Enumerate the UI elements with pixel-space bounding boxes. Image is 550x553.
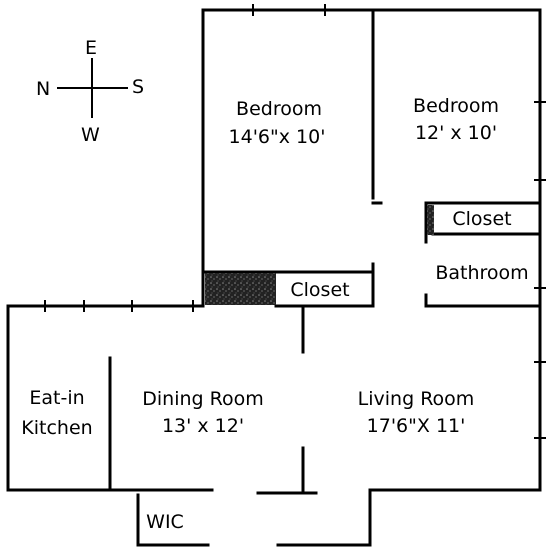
bedroom-2-name: Bedroom bbox=[413, 95, 499, 117]
bedroom-1-name: Bedroom bbox=[236, 98, 322, 120]
compass-north: N bbox=[36, 78, 50, 100]
bathroom-label: Bathroom bbox=[435, 262, 528, 284]
chimney-block bbox=[205, 273, 276, 305]
compass-east: E bbox=[85, 37, 97, 59]
dining-room-size: 13' x 12' bbox=[162, 415, 244, 437]
kitchen-line1: Eat-in bbox=[29, 387, 84, 409]
living-room-size: 17'6"X 11' bbox=[367, 415, 466, 437]
compass-south: S bbox=[132, 76, 144, 98]
kitchen-line2: Kitchen bbox=[21, 417, 92, 439]
living-room-name: Living Room bbox=[358, 388, 475, 410]
compass-west: W bbox=[81, 124, 100, 146]
interior-walls bbox=[108, 8, 542, 495]
bedroom-1-size: 14'6"x 10' bbox=[229, 126, 326, 148]
room-labels: Bedroom 14'6"x 10' Bedroom 12' x 10' Clo… bbox=[21, 95, 528, 533]
window-marks bbox=[44, 4, 546, 439]
compass: E N S W bbox=[36, 37, 144, 146]
bedroom-2-size: 12' x 10' bbox=[415, 122, 497, 144]
closet-2-label: Closet bbox=[452, 208, 511, 230]
exterior-walls bbox=[6, 8, 542, 547]
closet-1-label: Closet bbox=[290, 279, 349, 301]
closet-block bbox=[427, 205, 434, 235]
wic-label: WIC bbox=[146, 511, 184, 533]
dining-room-name: Dining Room bbox=[142, 388, 263, 410]
